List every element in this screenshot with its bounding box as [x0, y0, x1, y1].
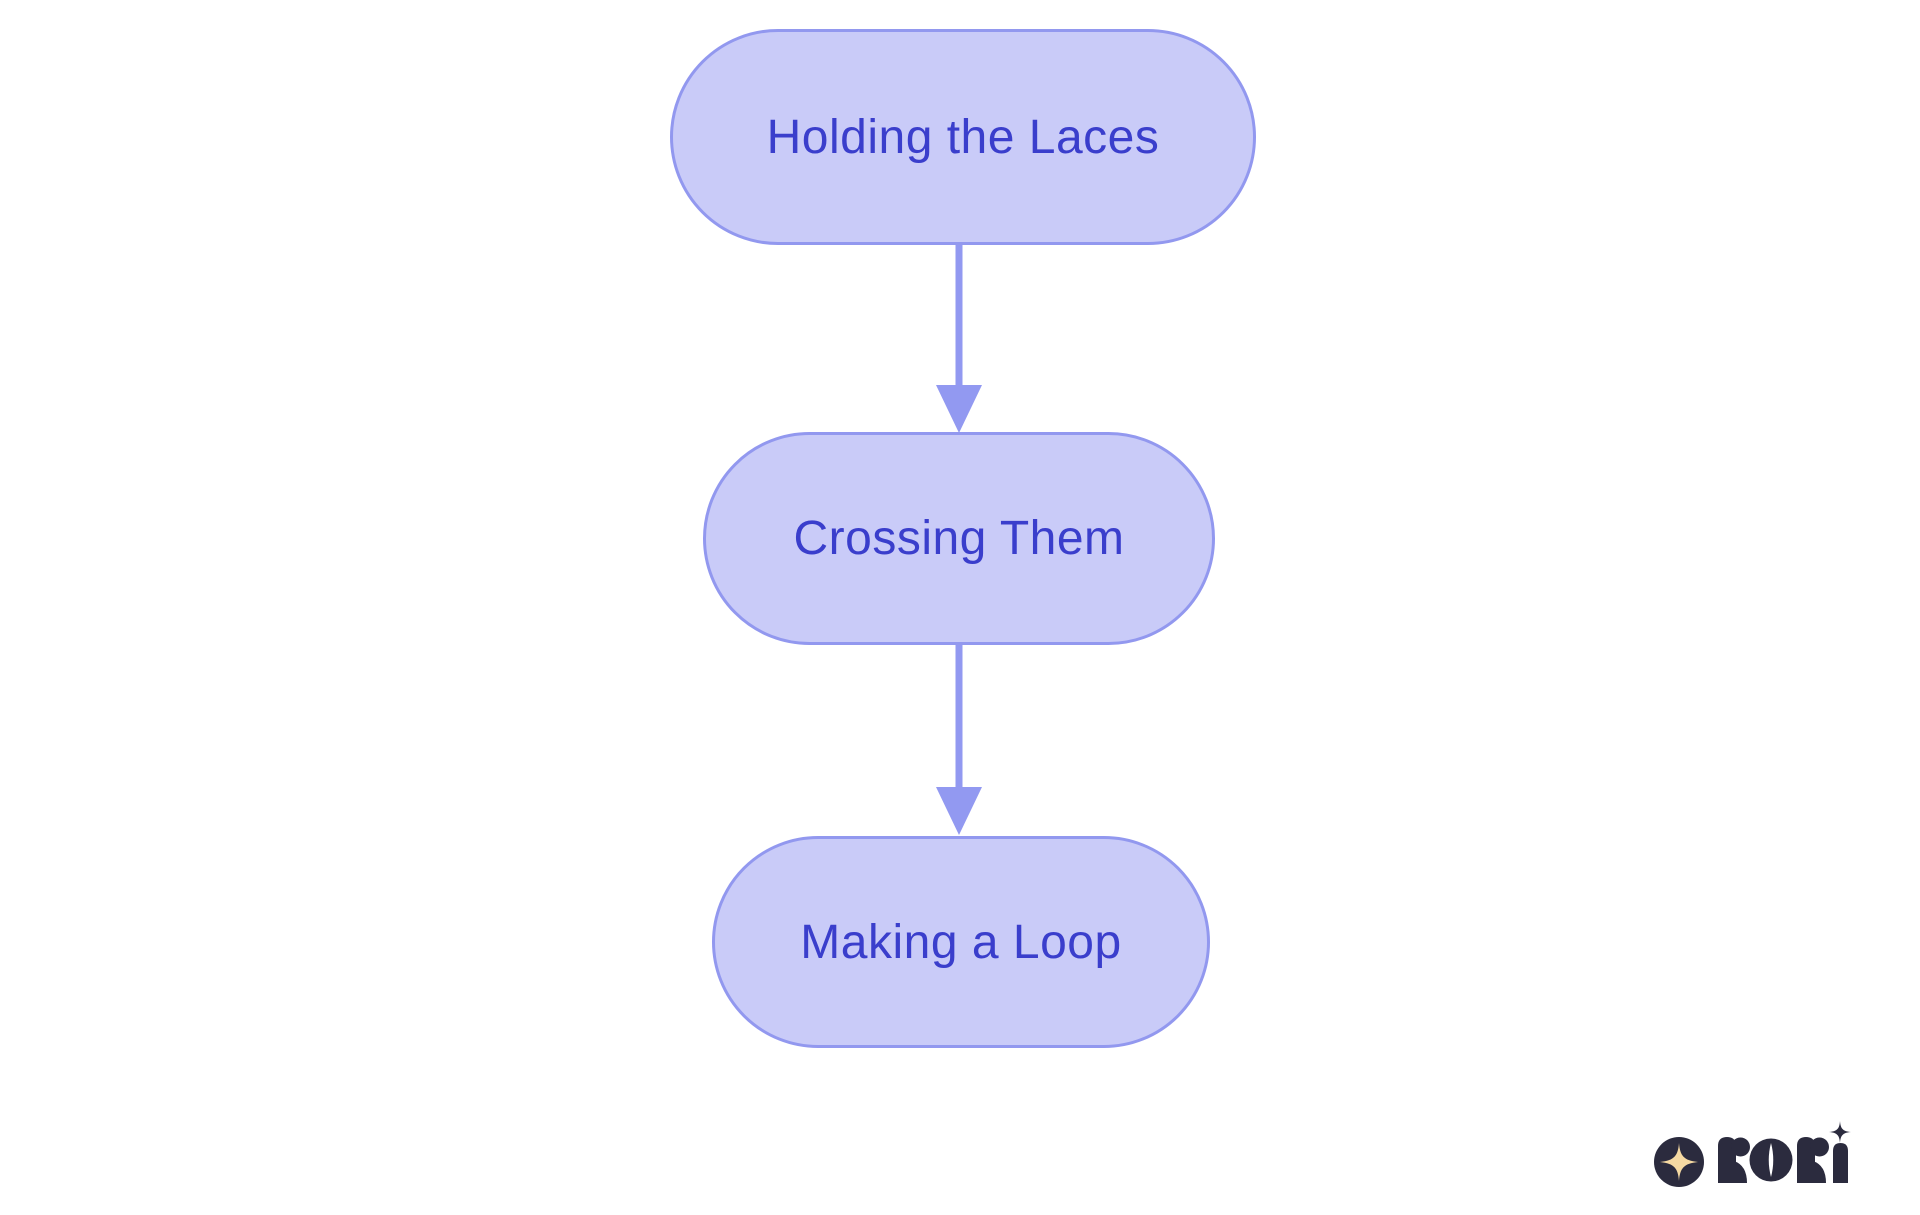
flow-node-label: Crossing Them	[793, 512, 1125, 565]
flow-arrow-1	[936, 245, 982, 433]
flow-node-label: Making a Loop	[800, 915, 1122, 969]
arrowhead-icon	[936, 787, 982, 835]
flow-node-label: Holding the Laces	[766, 110, 1160, 164]
logo-letter-o	[1749, 1138, 1793, 1182]
sparkle-icon	[1829, 1121, 1851, 1143]
flow-node-crossing-them: Crossing Them	[703, 432, 1215, 645]
logo-letter-r2	[1797, 1137, 1829, 1183]
sparkle-badge-icon	[1654, 1137, 1704, 1187]
flow-arrow-2	[936, 645, 982, 835]
flow-node-holding-the-laces: Holding the Laces	[670, 29, 1256, 245]
logo-letter-i	[1829, 1121, 1851, 1183]
flow-node-making-a-loop: Making a Loop	[712, 836, 1210, 1048]
rori-logo-graphic	[1654, 1121, 1851, 1187]
arrowhead-icon	[936, 385, 982, 433]
rori-logo	[1650, 1116, 1862, 1200]
logo-letter-r1	[1718, 1137, 1750, 1183]
